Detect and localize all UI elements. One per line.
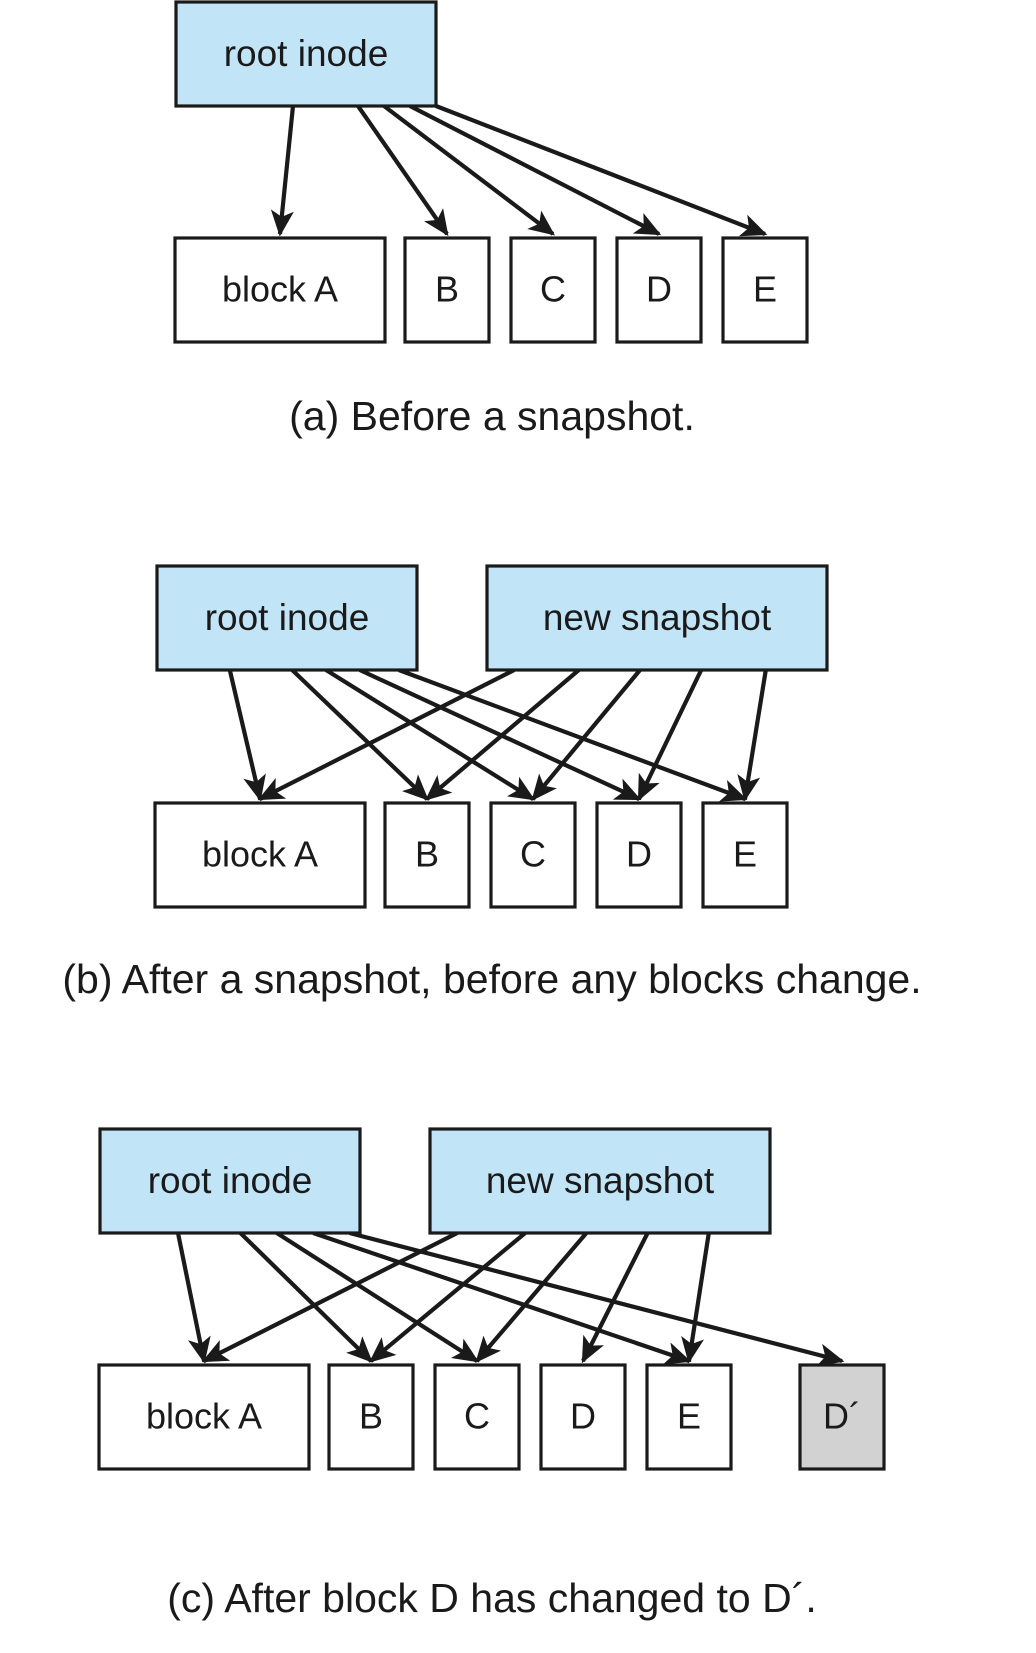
block-d-panel-b[interactable]: D	[595, 801, 683, 909]
block-a-panel-c[interactable]: block A	[97, 1363, 311, 1471]
node-label: root inode	[224, 33, 389, 74]
block-label: E	[733, 834, 757, 875]
block-dprime-panel-c[interactable]: D´	[798, 1363, 886, 1471]
edge-root_inode-to-dprime	[349, 1230, 845, 1367]
node-label: root inode	[148, 1160, 313, 1201]
node-label: root inode	[205, 597, 370, 638]
block-a-panel-b[interactable]: block A	[153, 801, 367, 909]
block-d-panel-a[interactable]: D	[615, 236, 703, 344]
edge-root_inode-to-c	[382, 104, 556, 236]
edge-group-b	[227, 668, 768, 802]
block-label: D	[626, 834, 652, 875]
edge-new_snapshot-to-a	[257, 668, 516, 801]
panel-a: root inode block A B C D E (a) Before a snapsh…	[173, 0, 809, 439]
node-root_inode-panel-b[interactable]: root inode	[155, 564, 419, 672]
edge-root_inode-to-b	[290, 668, 429, 801]
edge-root_inode-to-c	[275, 1231, 480, 1363]
edge-new_snapshot-to-c	[531, 668, 642, 801]
edge-group-a	[270, 104, 768, 237]
edge-root_inode-to-e	[435, 104, 768, 237]
panel-b: root inode new snapshot block A B C D E (b) Aft…	[62, 564, 922, 1002]
block-b-panel-c[interactable]: B	[327, 1363, 415, 1471]
block-label: C	[540, 269, 566, 310]
edge-root_inode-to-d	[409, 104, 662, 236]
edge-root_inode-to-c	[324, 668, 536, 801]
block-label: B	[415, 834, 439, 875]
edge-new_snapshot-to-e	[737, 669, 768, 802]
edge-group-c	[175, 1230, 845, 1367]
block-b-panel-a[interactable]: B	[403, 236, 491, 344]
block-c-panel-a[interactable]: C	[509, 236, 597, 344]
panel-c: root inode new snapshot block A B C D E D´ (c) A…	[97, 1127, 886, 1621]
block-label: block A	[222, 269, 338, 310]
edge-root_inode-to-e	[312, 1231, 692, 1365]
edge-new_snapshot-to-b	[425, 668, 581, 801]
block-e-panel-c[interactable]: E	[645, 1363, 733, 1471]
edge-root_inode-to-e	[398, 668, 748, 802]
block-b-panel-b[interactable]: B	[383, 801, 471, 909]
block-label: block A	[146, 1396, 262, 1437]
block-d-panel-c[interactable]: D	[539, 1363, 627, 1471]
edge-root_inode-to-b	[238, 1231, 373, 1363]
edge-new_snapshot-to-e	[681, 1232, 711, 1364]
edge-new_snapshot-to-a	[201, 1231, 459, 1363]
block-label: E	[677, 1396, 701, 1437]
node-root_inode-panel-c[interactable]: root inode	[98, 1127, 362, 1235]
node-new_snapshot-panel-c[interactable]: new snapshot	[428, 1127, 772, 1235]
edge-root_inode-to-a	[175, 1232, 211, 1364]
panel-caption-a: (a) Before a snapshot.	[289, 393, 695, 439]
block-label: B	[359, 1396, 383, 1437]
panel-caption-c: (c) After block D has changed to D´.	[167, 1575, 816, 1621]
node-label: new snapshot	[486, 1160, 715, 1201]
edge-new_snapshot-to-d	[637, 669, 704, 802]
block-e-panel-b[interactable]: E	[701, 801, 789, 909]
block-label: D	[646, 269, 672, 310]
edge-root_inode-to-a	[227, 669, 266, 802]
block-label: C	[520, 834, 546, 875]
block-label: D	[570, 1396, 596, 1437]
node-new_snapshot-panel-b[interactable]: new snapshot	[485, 564, 829, 672]
block-a-panel-a[interactable]: block A	[173, 236, 387, 344]
block-e-panel-a[interactable]: E	[721, 236, 809, 344]
node-label: new snapshot	[543, 597, 772, 638]
edge-root_inode-to-a	[270, 105, 296, 237]
panel-caption-b: (b) After a snapshot, before any blocks …	[62, 956, 921, 1002]
edge-new_snapshot-to-b	[369, 1231, 527, 1363]
edge-new_snapshot-to-d	[581, 1232, 650, 1364]
node-root_inode-panel-a[interactable]: root inode	[174, 0, 438, 108]
block-label: block A	[202, 834, 318, 875]
edge-new_snapshot-to-c	[475, 1231, 588, 1363]
block-label: B	[435, 269, 459, 310]
block-c-panel-b[interactable]: C	[489, 801, 577, 909]
block-c-panel-c[interactable]: C	[433, 1363, 521, 1471]
block-label: C	[464, 1396, 490, 1437]
edge-root_inode-to-d	[358, 668, 642, 801]
block-label: E	[753, 269, 777, 310]
block-label: D´	[823, 1396, 861, 1437]
edge-root_inode-to-b	[356, 104, 449, 237]
